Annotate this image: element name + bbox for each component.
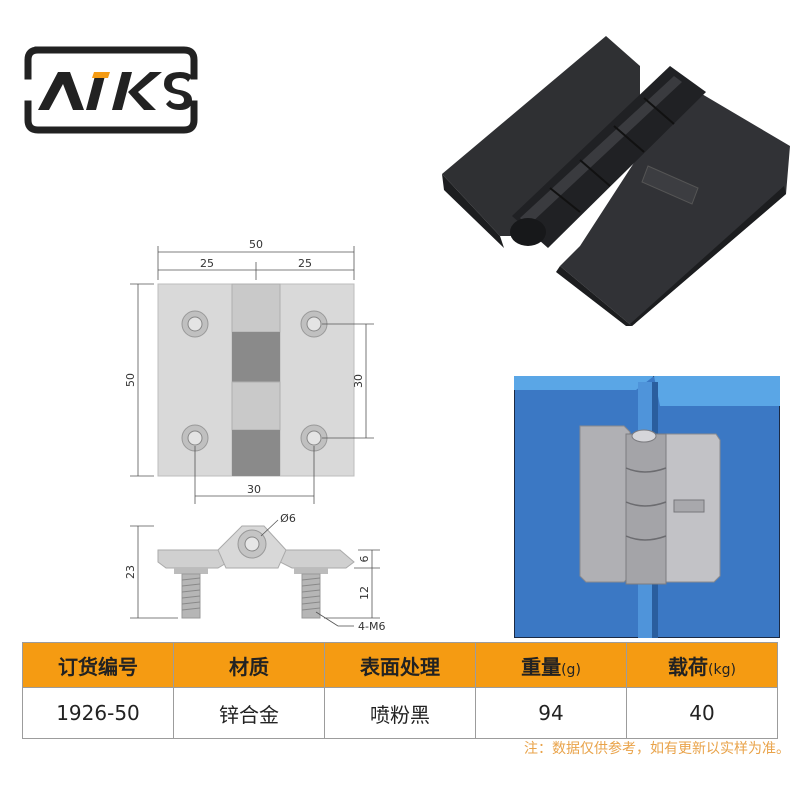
dim-hole-horizontal: 30 bbox=[247, 483, 261, 496]
header-material: 材质 bbox=[173, 642, 325, 688]
mounting-hole bbox=[300, 310, 328, 338]
dim-thread: 4-M6 bbox=[358, 620, 385, 633]
dim-total-height: 23 bbox=[124, 565, 137, 579]
cell-load: 40 bbox=[626, 687, 778, 739]
cell-weight: 94 bbox=[475, 687, 627, 739]
dim-half-left: 25 bbox=[200, 257, 214, 270]
threaded-stud bbox=[174, 568, 208, 619]
dim-pin-diameter: Ø6 bbox=[280, 512, 296, 525]
installation-illustration bbox=[514, 376, 780, 638]
mounting-hole bbox=[181, 310, 209, 338]
spec-table-header-row: 订货编号 材质 表面处理 重量(g) 载荷(kg) bbox=[22, 642, 778, 688]
dim-stud-length: 12 bbox=[358, 586, 371, 600]
dim-hole-vertical: 30 bbox=[352, 374, 365, 388]
dim-overall-width: 50 bbox=[249, 238, 263, 251]
header-load: 载荷(kg) bbox=[626, 642, 778, 688]
cell-surface-finish: 喷粉黑 bbox=[324, 687, 476, 739]
logo-wordmark bbox=[38, 72, 192, 110]
dim-leaf-thickness: 6 bbox=[358, 556, 371, 563]
disclaimer-note: 注：数据仅供参考，如有更新以实样为准。 bbox=[524, 741, 790, 757]
cell-order-number: 1926-50 bbox=[22, 687, 174, 739]
cell-material: 锌合金 bbox=[173, 687, 325, 739]
header-surface-finish: 表面处理 bbox=[324, 642, 476, 688]
side-view-drawing: Ø6 23 6 12 4-M6 bbox=[124, 512, 385, 633]
product-render bbox=[442, 36, 790, 326]
header-order-number: 订货编号 bbox=[22, 642, 174, 688]
spec-table: 订货编号 材质 表面处理 重量(g) 载荷(kg) 1926-50 锌合金 喷粉… bbox=[22, 642, 778, 739]
dim-overall-height: 50 bbox=[124, 373, 137, 387]
brand-logo bbox=[24, 46, 198, 134]
threaded-stud bbox=[294, 568, 328, 619]
table-row: 1926-50 锌合金 喷粉黑 94 40 bbox=[22, 687, 778, 739]
header-weight: 重量(g) bbox=[475, 642, 627, 688]
front-view-drawing: 50 25 25 50 30 30 bbox=[124, 238, 374, 504]
dim-half-right: 25 bbox=[298, 257, 312, 270]
